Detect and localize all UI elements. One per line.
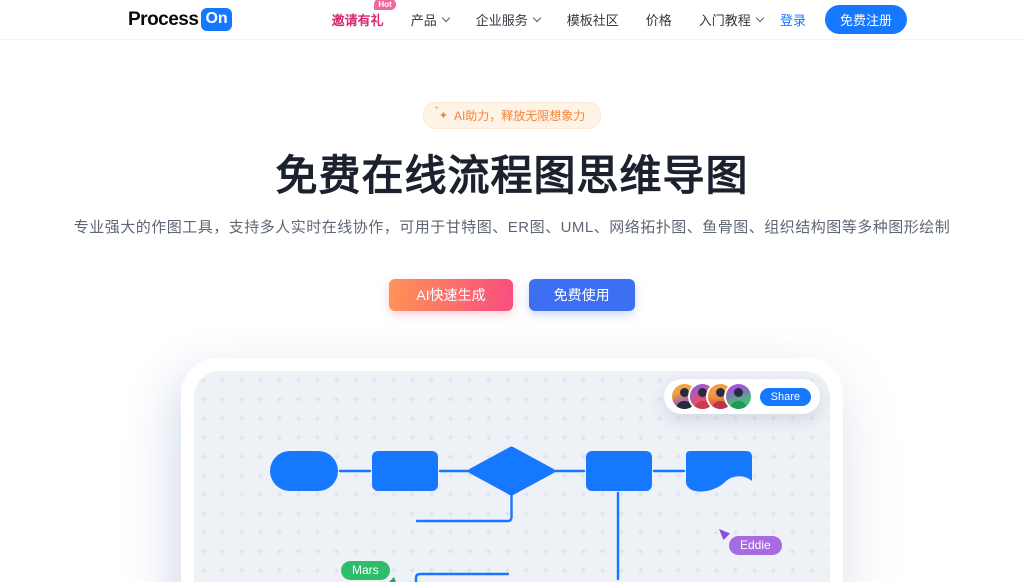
nav-item-pricing[interactable]: 价格 [646, 10, 672, 29]
top-navbar: Process On 邀请有礼 Hot 产品 企业服务 模板社区 价格 入门教程… [0, 0, 1024, 40]
nav-item-tutorials[interactable]: 入门教程 [698, 10, 765, 29]
brand-logo[interactable]: Process On [128, 8, 232, 31]
connector-bottom-elbow [414, 572, 510, 582]
canvas-stage: Share Eddie Mars [0, 358, 1024, 582]
cursor-eddie: Eddie [719, 529, 782, 555]
nav-item-templates-label: 模板社区 [566, 13, 619, 28]
cursor-arrow-icon [388, 577, 396, 582]
register-button[interactable]: 免费注册 [824, 5, 907, 34]
hero-section: ✦ AI助力，释放无限想象力 免费在线流程图思维导图 专业强大的作图工具，支持多… [0, 40, 1024, 311]
main-nav: 邀请有礼 Hot 产品 企业服务 模板社区 价格 入门教程 [331, 0, 765, 29]
chevron-down-icon [532, 13, 541, 22]
hot-badge: Hot [374, 0, 396, 10]
connector-decision-drop [415, 493, 513, 523]
nav-item-templates[interactable]: 模板社区 [567, 10, 619, 29]
process-shape-2 [586, 451, 652, 491]
header-actions: 登录 免费注册 [780, 5, 907, 34]
sparkle-icon: ✦ [435, 105, 448, 122]
page-title: 免费在线流程图思维导图 [275, 152, 749, 199]
logo-text-process: Process [128, 8, 199, 30]
nav-item-pricing-label: 价格 [645, 13, 672, 28]
process-shape-1 [372, 451, 438, 491]
editor-canvas: Share Eddie Mars [194, 371, 830, 582]
cursor-arrow-icon [719, 529, 730, 540]
free-use-button[interactable]: 免费使用 [528, 279, 635, 311]
canvas-card: Share Eddie Mars [181, 358, 843, 582]
cursor-label: Eddie [729, 536, 782, 555]
cursor-mars: Mars [341, 561, 396, 582]
nav-item-products-label: 产品 [410, 13, 437, 28]
chevron-down-icon [441, 13, 450, 22]
avatar-group [671, 384, 751, 409]
nav-item-enterprise-label: 企业服务 [475, 13, 528, 28]
ai-badge-text: AI助力，释放无限想象力 [453, 109, 586, 123]
nav-item-products[interactable]: 产品 [410, 10, 450, 29]
nav-item-tutorials-label: 入门教程 [698, 13, 751, 28]
collaborator-bar: Share [663, 379, 820, 414]
page-subtitle: 专业强大的作图工具，支持多人实时在线协作，可用于甘特图、ER图、UML、网络拓扑… [73, 219, 951, 236]
nav-item-enterprise[interactable]: 企业服务 [475, 10, 541, 29]
login-link[interactable]: 登录 [779, 13, 806, 28]
nav-item-invite-label: 邀请有礼 [331, 13, 384, 28]
cursor-label: Mars [341, 561, 390, 580]
chevron-down-icon [755, 13, 765, 22]
avatar [725, 384, 751, 409]
document-shape [686, 451, 752, 492]
nav-item-invite[interactable]: 邀请有礼 Hot [331, 0, 396, 29]
ai-generate-button[interactable]: AI快速生成 [389, 279, 513, 311]
cta-group: AI快速生成 免费使用 [0, 279, 1024, 311]
decision-shape [468, 446, 555, 496]
logo-badge-on: On [201, 8, 232, 31]
share-button: Share [759, 387, 811, 406]
terminator-shape [270, 451, 338, 491]
ai-badge: ✦ AI助力，释放无限想象力 [422, 102, 602, 129]
